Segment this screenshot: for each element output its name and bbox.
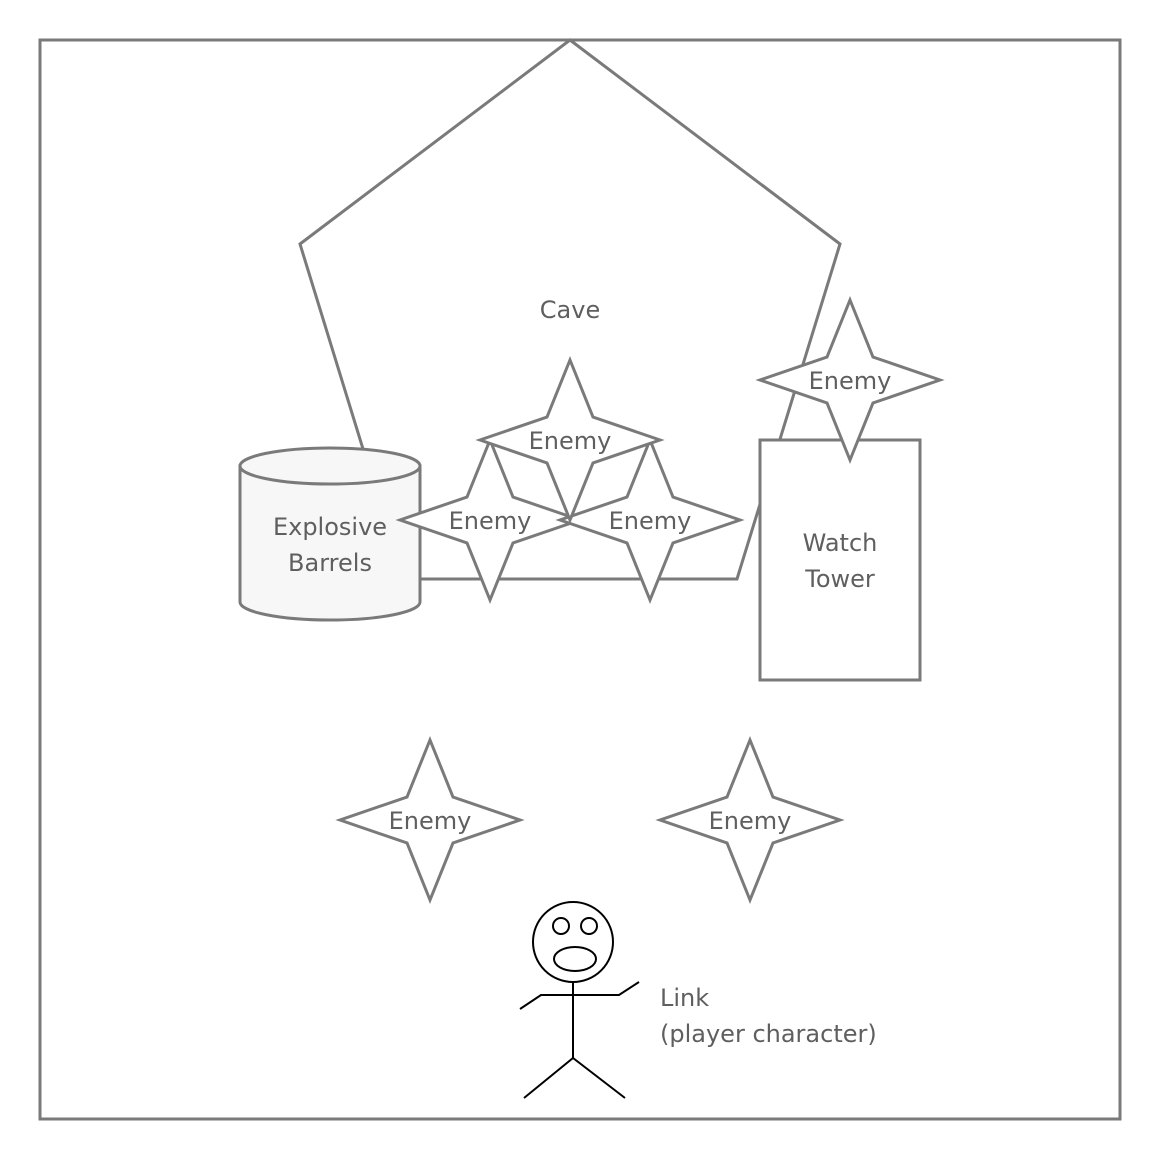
player-legs (524, 1058, 625, 1098)
enemy-label: Enemy (809, 367, 892, 395)
player-eye-left (553, 918, 569, 934)
enemy-label: Enemy (529, 427, 612, 455)
enemy-bottom-right: Enemy (660, 740, 840, 900)
barrels-label-line1: Explosive (273, 513, 387, 541)
player-arms (520, 982, 639, 1009)
player-mouth (554, 947, 596, 971)
player-eye-right (581, 918, 597, 934)
tower-outline (760, 440, 920, 680)
tower-label-line2: Tower (804, 565, 875, 593)
enemy-label: Enemy (709, 807, 792, 835)
player-label-line2: (player character) (660, 1020, 877, 1048)
enemy-label: Enemy (609, 507, 692, 535)
barrel-body (240, 466, 420, 620)
barrels-label-line2: Barrels (288, 549, 372, 577)
cave-label: Cave (540, 296, 600, 324)
enemy-top-right: Enemy (760, 300, 940, 460)
enemy-bottom-left: Enemy (340, 740, 520, 900)
barrel-top (240, 448, 420, 484)
explosive-barrels: Explosive Barrels (240, 448, 420, 620)
player-character: Link (player character) (520, 902, 877, 1098)
tower-label-line1: Watch (803, 529, 878, 557)
player-label-line1: Link (660, 984, 709, 1012)
enemy-label: Enemy (389, 807, 472, 835)
enemy-label: Enemy (449, 507, 532, 535)
watch-tower: Watch Tower (760, 440, 920, 680)
